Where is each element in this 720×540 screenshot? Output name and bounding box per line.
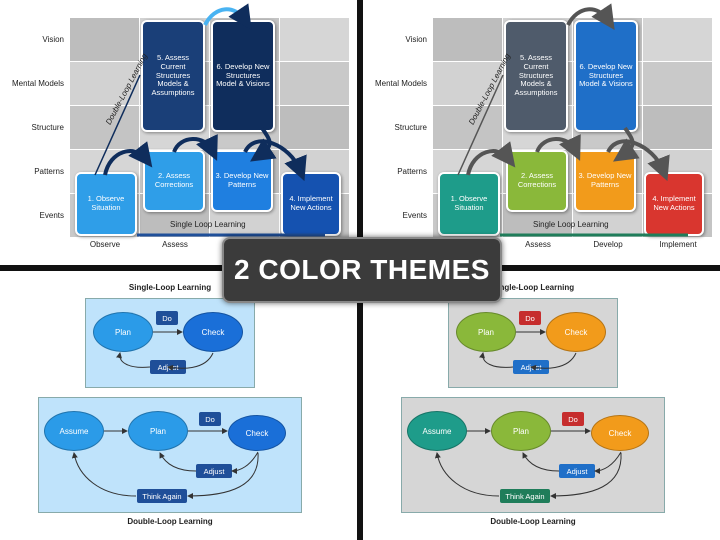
step-box-s3: 3. Develop New Patterns [211, 150, 273, 212]
grid-cell [280, 62, 349, 105]
level-label: Mental Models [11, 79, 64, 88]
step-box-s1: 1. Observe Situation [75, 172, 137, 236]
stage-label: Assess [162, 240, 188, 249]
level-label: Patterns [34, 167, 64, 176]
step-box-s2: 2. Assess Corrections [506, 150, 568, 212]
single-loop-title: Single-Loop Learning [128, 283, 212, 292]
assume-node: Assume [407, 411, 467, 451]
single-loop-label: Single Loop Learning [533, 220, 609, 229]
check-node: Check [546, 312, 606, 352]
step-box-s5: 5. Assess Current Structures Models & As… [141, 20, 205, 132]
adjust-tag: Adjust [196, 464, 232, 478]
step-box-s2: 2. Assess Corrections [143, 150, 205, 212]
level-label: Vision [405, 35, 427, 44]
grid-cell [70, 106, 139, 149]
stage-label: Assess [525, 240, 551, 249]
grid-cell [280, 106, 349, 149]
grid-cell [433, 18, 502, 61]
adjust-tag: Adjust [559, 464, 595, 478]
single-loop-title: Single-Loop Learning [491, 283, 575, 292]
single-loop-label: Single Loop Learning [170, 220, 246, 229]
plan-node: Plan [128, 411, 188, 451]
think-again-tag: Think Again [137, 489, 187, 503]
step-box-s6: 6. Develop New Structures Model & Vision… [211, 20, 275, 132]
level-label: Structure [31, 123, 64, 132]
level-label: Mental Models [374, 79, 427, 88]
do-tag: Do [519, 311, 541, 325]
level-label: Patterns [397, 167, 427, 176]
think-again-tag: Think Again [500, 489, 550, 503]
check-node: Check [228, 415, 286, 451]
stage-label: Implement [659, 240, 697, 249]
step-box-s5: 5. Assess Current Structures Models & As… [504, 20, 568, 132]
level-label: Events [402, 211, 427, 220]
do-tag: Do [156, 311, 178, 325]
adjust-tag: Adjust [513, 360, 549, 374]
level-label: Vision [42, 35, 64, 44]
plan-node: Plan [93, 312, 153, 352]
check-node: Check [183, 312, 243, 352]
themes-banner: 2 COLOR THEMES [222, 237, 502, 303]
do-tag: Do [562, 412, 584, 426]
double-loop-title: Double-Loop Learning [490, 517, 576, 526]
step-box-s4: 4. Implement New Actions [281, 172, 341, 236]
grid-cell [280, 18, 349, 61]
grid-cell [433, 106, 502, 149]
grid-cell [643, 62, 712, 105]
grid-cell [70, 18, 139, 61]
plan-node: Plan [491, 411, 551, 451]
do-tag: Do [199, 412, 221, 426]
step-box-s3: 3. Develop New Patterns [574, 150, 636, 212]
stage-label: Develop [593, 240, 623, 249]
step-box-s4: 4. Implement New Actions [644, 172, 704, 236]
adjust-tag: Adjust [150, 360, 186, 374]
check-node: Check [591, 415, 649, 451]
grid-cell [643, 106, 712, 149]
level-label: Events [39, 211, 64, 220]
stage-label: Observe [89, 240, 121, 249]
plan-node: Plan [456, 312, 516, 352]
double-loop-title: Double-Loop Learning [127, 517, 213, 526]
step-box-s1: 1. Observe Situation [438, 172, 500, 236]
step-box-s6: 6. Develop New Structures Model & Vision… [574, 20, 638, 132]
grid-cell [643, 18, 712, 61]
assume-node: Assume [44, 411, 104, 451]
level-label: Structure [394, 123, 427, 132]
